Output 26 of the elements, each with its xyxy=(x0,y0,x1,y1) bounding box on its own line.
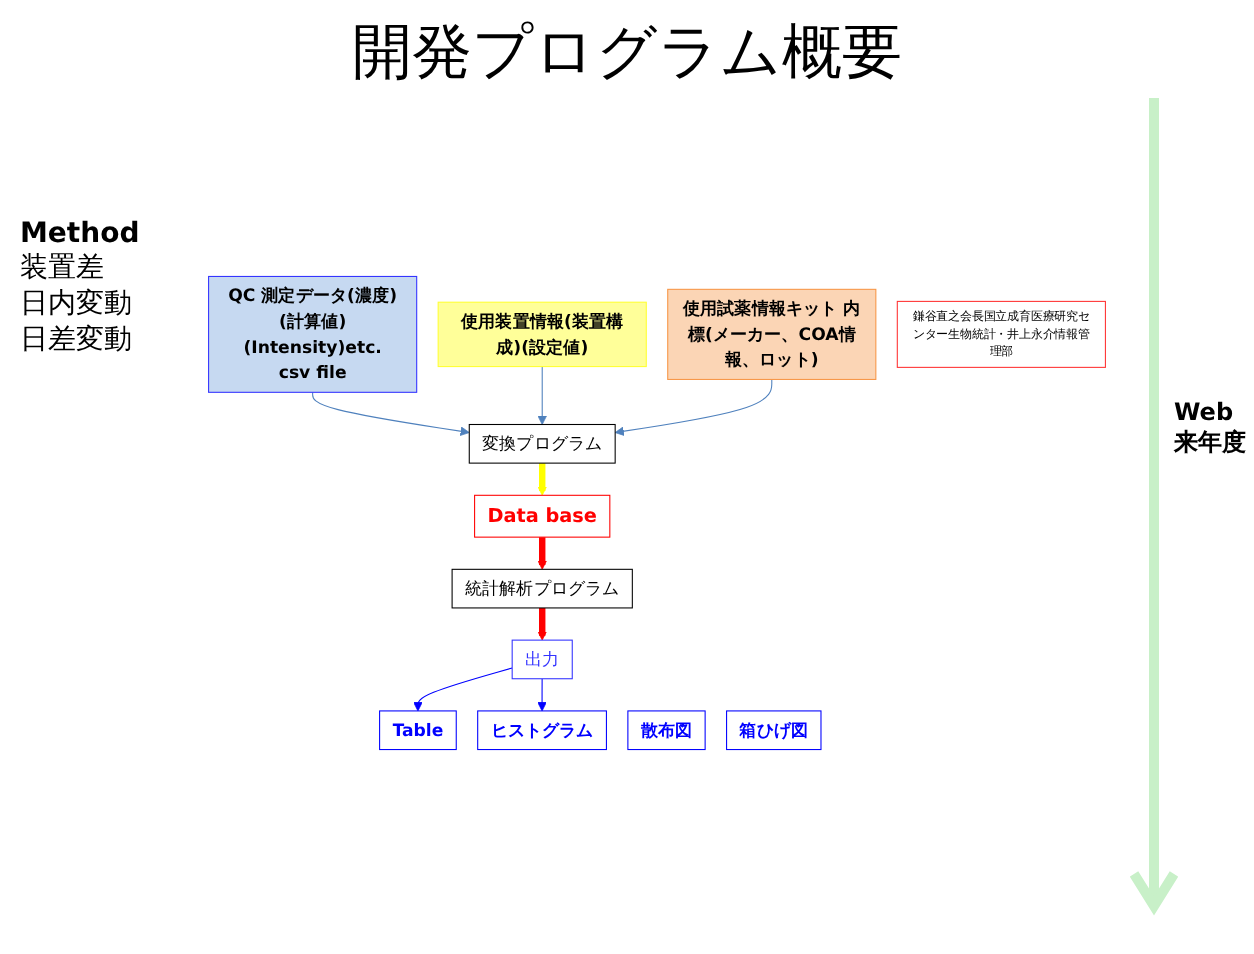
arrow xyxy=(413,667,513,712)
node-box: QC 測定データ(濃度)(計算値)(Intensity)etc. csv file xyxy=(208,275,418,393)
node-box: 散布図 xyxy=(627,710,706,751)
node-box: 統計解析プログラム xyxy=(451,568,633,609)
arrow xyxy=(537,366,547,425)
node-box: 使用試薬情報キット 内標(メーカー、COA情報、ロット) xyxy=(667,288,877,380)
arrow xyxy=(614,378,773,436)
note-label: 日差変動 xyxy=(20,322,134,358)
note-label: 日内変動 xyxy=(20,286,134,322)
arrow xyxy=(312,391,470,436)
node-box: 出力 xyxy=(511,639,573,680)
arrow xyxy=(537,536,547,570)
node-box: 変換プログラム xyxy=(468,423,616,464)
note-label: Web xyxy=(1174,398,1236,426)
node-box: 使用装置情報(装置構成)(設定値) xyxy=(437,301,647,368)
node-box: Table xyxy=(379,710,457,751)
node-box: 箱ひげ図 xyxy=(726,710,822,751)
title: 開発プログラム概要 xyxy=(350,16,904,92)
note-label: 装置差 xyxy=(20,250,106,286)
heading-label: Method xyxy=(20,218,142,250)
note-label: 来年度 xyxy=(1174,426,1246,460)
node-box: Data base xyxy=(474,494,611,538)
arrow xyxy=(537,462,547,496)
node-box: ヒストグラム xyxy=(477,710,607,751)
arrow xyxy=(537,678,547,712)
arrow xyxy=(537,607,547,641)
